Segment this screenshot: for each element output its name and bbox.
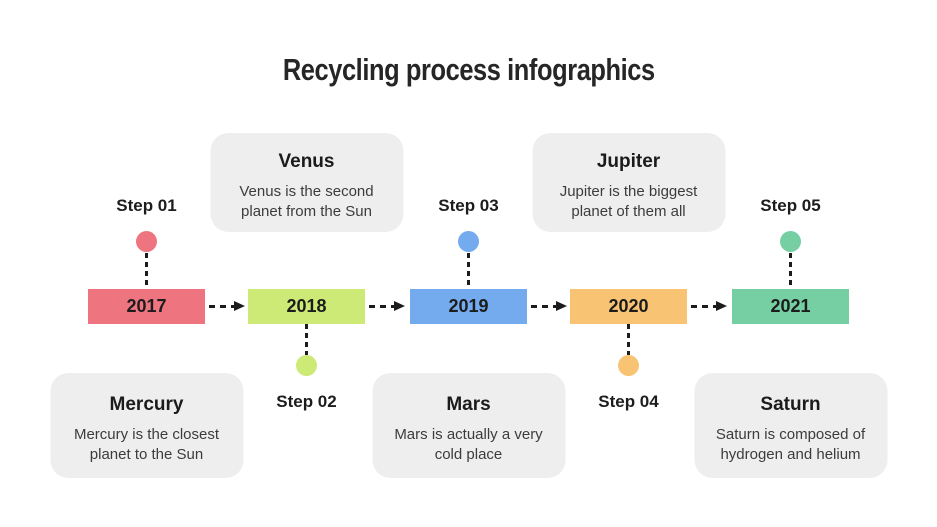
step-label: Step 03 [438,196,499,215]
planet-card-title: Mercury [109,394,184,415]
planet-card-description: Mercury is the closest planet to the Sun [73,426,220,464]
year-box: 2017 [88,289,205,324]
step-label: Step 02 [276,392,337,411]
timeline-dot-icon [780,231,801,252]
arrow-head [394,301,405,311]
planet-card-title: Mars [446,394,491,415]
timeline-item-2017: Step 01 2017 Mercury Mercury is the clos… [50,0,243,527]
planet-card-title: Jupiter [596,151,661,172]
arrow-line [691,305,717,308]
timeline-dot-icon [136,231,157,252]
planet-card-title: Saturn [760,394,821,415]
planet-card: Mars Mars is actually a very cold place [372,373,565,478]
year-box: 2019 [410,289,527,324]
dashed-connector [627,324,630,355]
dashed-arrow-right-icon [209,301,245,312]
timeline-dot-icon [458,231,479,252]
arrow-head [556,301,567,311]
timeline-item-2020: Jupiter Jupiter is the biggest planet of… [532,0,725,527]
step-label: Step 05 [760,196,821,215]
timeline-item-2018: Venus Venus is the second planet from th… [210,0,403,527]
arrow-head [234,301,245,311]
dashed-arrow-right-icon [691,301,727,312]
page-title-text: Recycling process infographics [282,52,655,87]
planet-card: Jupiter Jupiter is the biggest planet of… [532,133,725,232]
planet-card-title: Venus [278,151,335,172]
dashed-arrow-right-icon [369,301,405,312]
arrow-line [369,305,395,308]
timeline-dot-icon [296,355,317,376]
year-box: 2021 [732,289,849,324]
dashed-connector [467,253,470,289]
dashed-connector [145,253,148,289]
planet-card: Saturn Saturn is composed of hydrogen an… [694,373,887,478]
planet-card-description: Mars is actually a very cold place [394,426,543,464]
step-label: Step 01 [116,196,177,215]
planet-card-description: Venus is the second planet from the Sun [239,183,374,221]
timeline-item-2021: Step 05 2021 Saturn Saturn is composed o… [694,0,887,527]
timeline-dot-icon [618,355,639,376]
planet-card: Mercury Mercury is the closest planet to… [50,373,243,478]
arrow-line [209,305,235,308]
year-box: 2020 [570,289,687,324]
year-box: 2018 [248,289,365,324]
arrow-head [716,301,727,311]
page-title: Recycling process infographics [0,52,937,88]
dashed-connector [305,324,308,355]
step-label: Step 04 [598,392,659,411]
arrow-line [531,305,557,308]
dashed-arrow-right-icon [531,301,567,312]
planet-card-description: Saturn is composed of hydrogen and heliu… [715,426,866,464]
planet-card: Venus Venus is the second planet from th… [210,133,403,232]
timeline-item-2019: Step 03 2019 Mars Mars is actually a ver… [372,0,565,527]
planet-card-description: Jupiter is the biggest planet of them al… [559,183,698,221]
dashed-connector [789,253,792,289]
